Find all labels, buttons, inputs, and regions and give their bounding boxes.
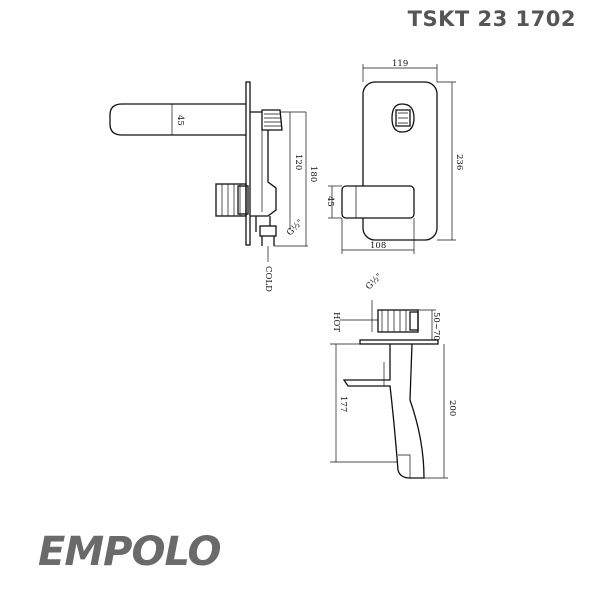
- dim-lever-width: 108: [370, 241, 386, 251]
- dim-spout-height: 45: [175, 115, 185, 126]
- outlet-pipe: [261, 236, 275, 246]
- dim-lever-height: 45: [325, 196, 335, 207]
- brand-logo: EMPOLO: [38, 529, 221, 575]
- lever-stem: [237, 185, 249, 215]
- spout-outlet-slots: [398, 112, 408, 124]
- top-wall-plate: [359, 339, 439, 345]
- top-body-ribs: [381, 310, 407, 332]
- model-code: TSKT 23 1702: [407, 7, 576, 31]
- wall-plate: [245, 81, 251, 246]
- lever-knob-ribs: [221, 184, 241, 216]
- label-cold: COLD: [263, 266, 273, 292]
- lever-knob: [215, 183, 247, 217]
- front-lever: [341, 185, 415, 219]
- dim-inner-height: 120: [293, 154, 303, 170]
- label-hot: HOT: [331, 312, 341, 332]
- dim-total-top: 200: [447, 400, 457, 416]
- top-body: [377, 309, 419, 333]
- top-view: G½" HOT 50~70 177 200: [330, 271, 457, 479]
- top-spout-tip: [398, 454, 411, 478]
- spout-outline: [109, 103, 246, 136]
- dim-width: 119: [392, 59, 408, 69]
- dim-total-height: 180: [308, 166, 318, 182]
- dim-thread: G½": [284, 217, 305, 238]
- dim-projection: 177: [338, 396, 348, 412]
- cartridge-thread: [264, 113, 281, 127]
- front-plate: [362, 81, 438, 241]
- top-spout: [342, 343, 425, 479]
- spout-outlet: [391, 103, 415, 133]
- side-view: 45 120 180 G½" COLD: [109, 81, 318, 292]
- dim-height: 236: [454, 154, 464, 170]
- front-view: 119 236 45 108: [325, 59, 464, 254]
- top-nut: [409, 311, 419, 331]
- top-dim-thread: G½": [363, 271, 384, 292]
- dim-body: 50~70: [431, 312, 441, 341]
- cartridge-top: [261, 109, 283, 131]
- outlet-nut: [259, 225, 277, 237]
